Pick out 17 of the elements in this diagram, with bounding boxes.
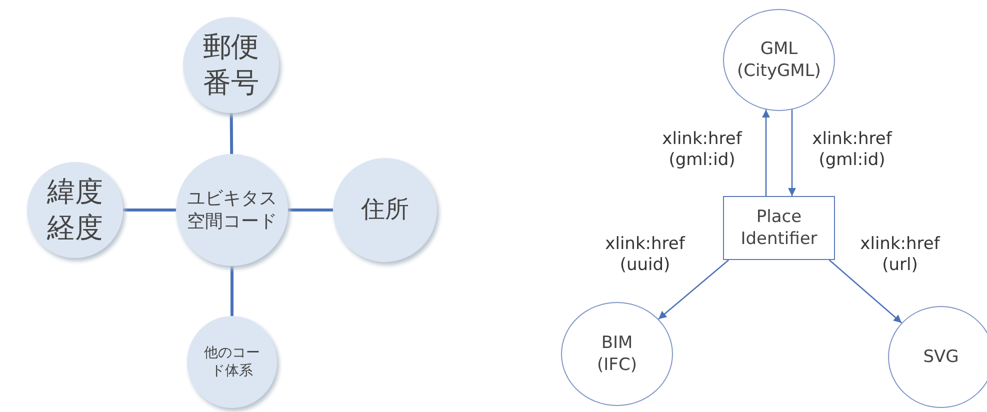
connector-line	[230, 266, 234, 316]
connector-line	[288, 208, 333, 212]
circle-node: SVG	[888, 306, 987, 408]
circle-node: ユビキタス空間コード	[176, 154, 288, 266]
circle-node: 住所	[333, 158, 437, 262]
connector-line	[123, 208, 176, 212]
circle-node: 他のコード体系	[187, 316, 277, 408]
circle-node: 緯度経度	[27, 162, 123, 258]
arrow	[762, 110, 770, 196]
arrow	[788, 110, 796, 196]
arrow	[658, 260, 730, 320]
connector-line	[230, 112, 234, 154]
process-box: Place Identifier	[723, 196, 835, 260]
arrow	[828, 260, 902, 324]
circle-node: 郵便番号	[183, 17, 279, 113]
circle-node: BIM (IFC)	[561, 302, 673, 406]
circle-node: GML (CityGML)	[723, 9, 835, 111]
